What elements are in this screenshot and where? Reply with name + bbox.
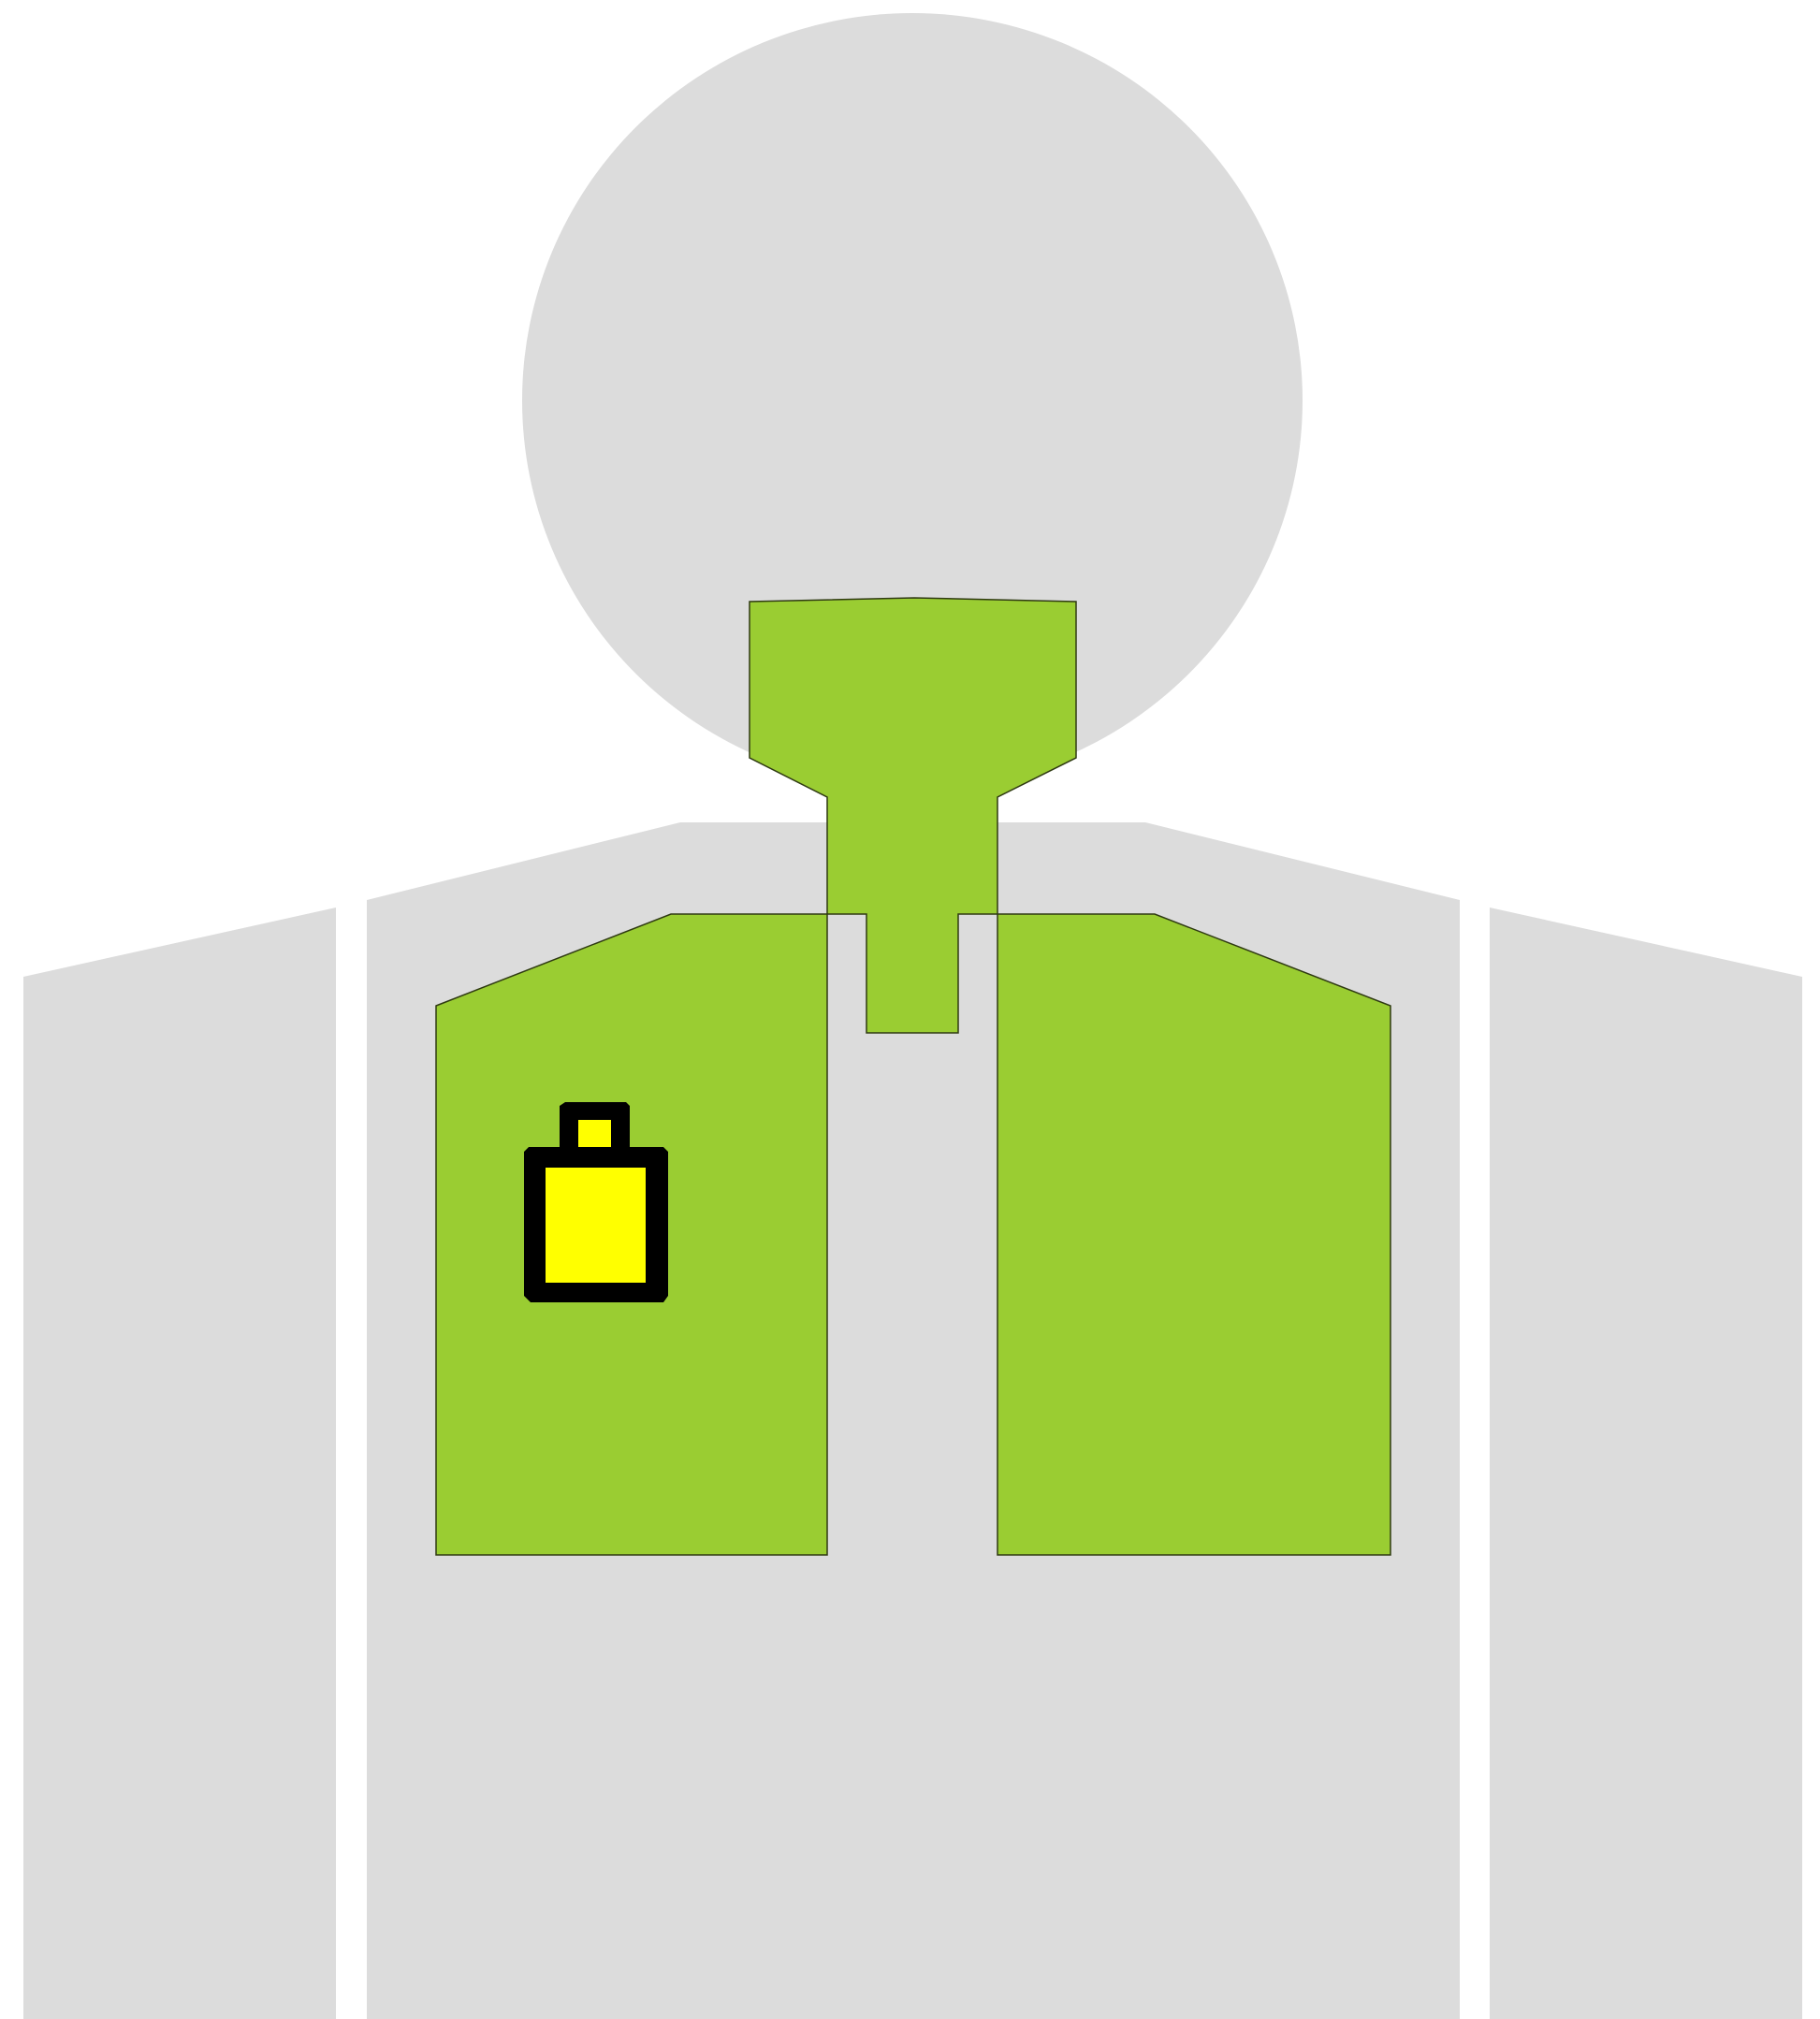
left-arm: [23, 908, 336, 2019]
neck-throat-zone: [749, 597, 1077, 1034]
device-icon: [524, 1102, 668, 1302]
right-chest-zone: [997, 913, 1391, 1556]
right-arm: [1490, 908, 1802, 2019]
head: [522, 13, 1303, 788]
device-body: [546, 1168, 646, 1283]
device-cap: [578, 1120, 611, 1147]
